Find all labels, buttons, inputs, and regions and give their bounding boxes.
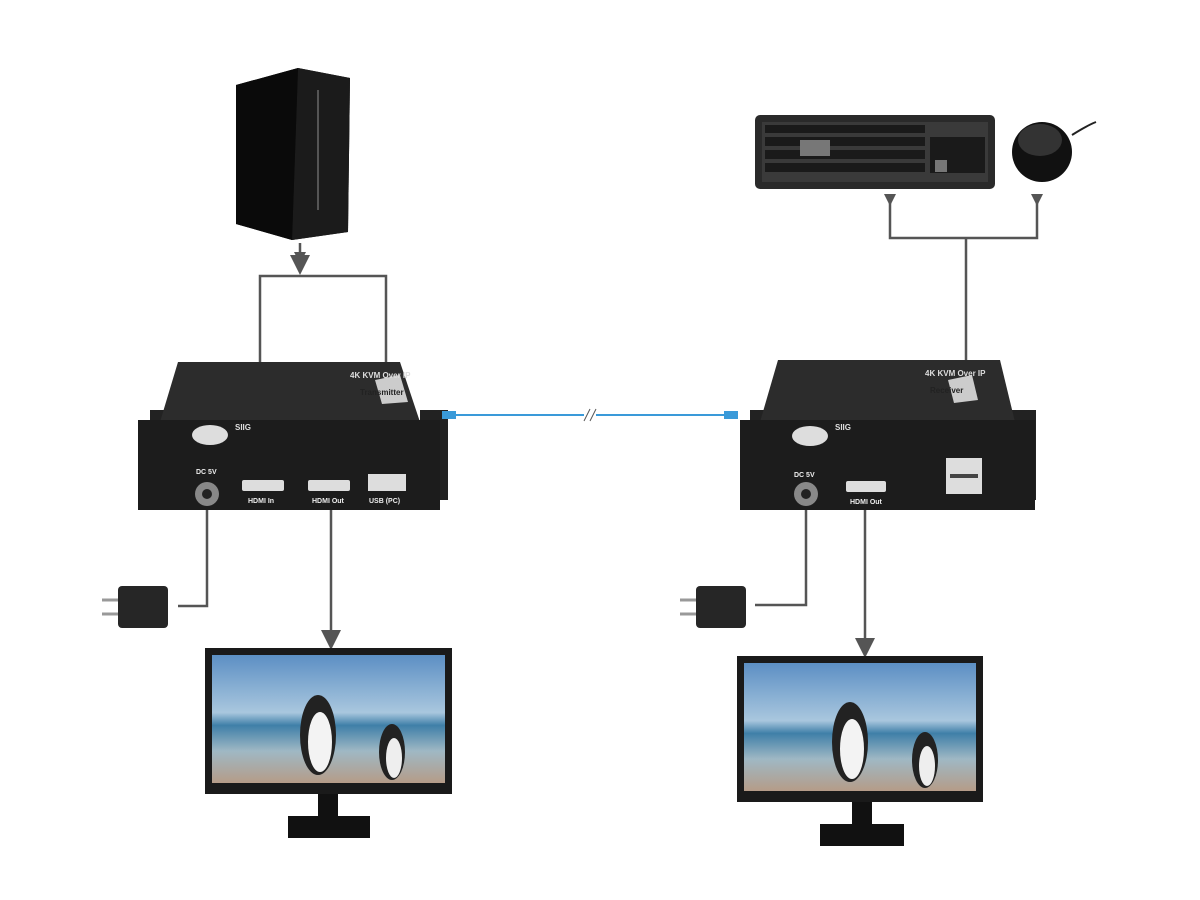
receiver-device: SIIG 4K KVM Over IP Receiver DC 5V HDMI …: [740, 360, 1036, 510]
monitor-icon: [737, 656, 983, 846]
svg-text:HDMI Out: HDMI Out: [850, 499, 883, 506]
model-label: 4K KVM Over IP: [925, 369, 986, 378]
keyboard-icon: [755, 115, 995, 189]
role-label: Receiver: [930, 386, 963, 395]
hdmi-in-port: [242, 480, 284, 491]
transmitter-device: SIIG 4K KVM Over IP Transmitter DC 5V HD…: [138, 362, 448, 510]
svg-text:HDMI In: HDMI In: [248, 498, 274, 505]
svg-text:HDMI Out: HDMI Out: [312, 498, 345, 505]
pc-tower-icon: [236, 68, 350, 240]
usb-port: [368, 474, 406, 491]
svg-text:USB (PC): USB (PC): [369, 498, 400, 505]
brand-logo: SIIG: [835, 423, 851, 432]
role-label: Transmitter: [360, 388, 404, 397]
hdmi-out-port: [308, 480, 350, 491]
brand-logo: SIIG: [235, 423, 251, 432]
hdmi-out-port: [846, 481, 886, 492]
power-adapter-icon: [102, 586, 168, 628]
model-label: 4K KVM Over IP: [350, 371, 411, 380]
monitor-icon: [205, 648, 452, 838]
network-cable: [442, 408, 738, 422]
svg-text:DC 5V: DC 5V: [196, 469, 217, 476]
mouse-icon: [1012, 121, 1097, 182]
power-adapter-icon: [680, 586, 746, 628]
svg-text:DC 5V: DC 5V: [794, 472, 815, 479]
